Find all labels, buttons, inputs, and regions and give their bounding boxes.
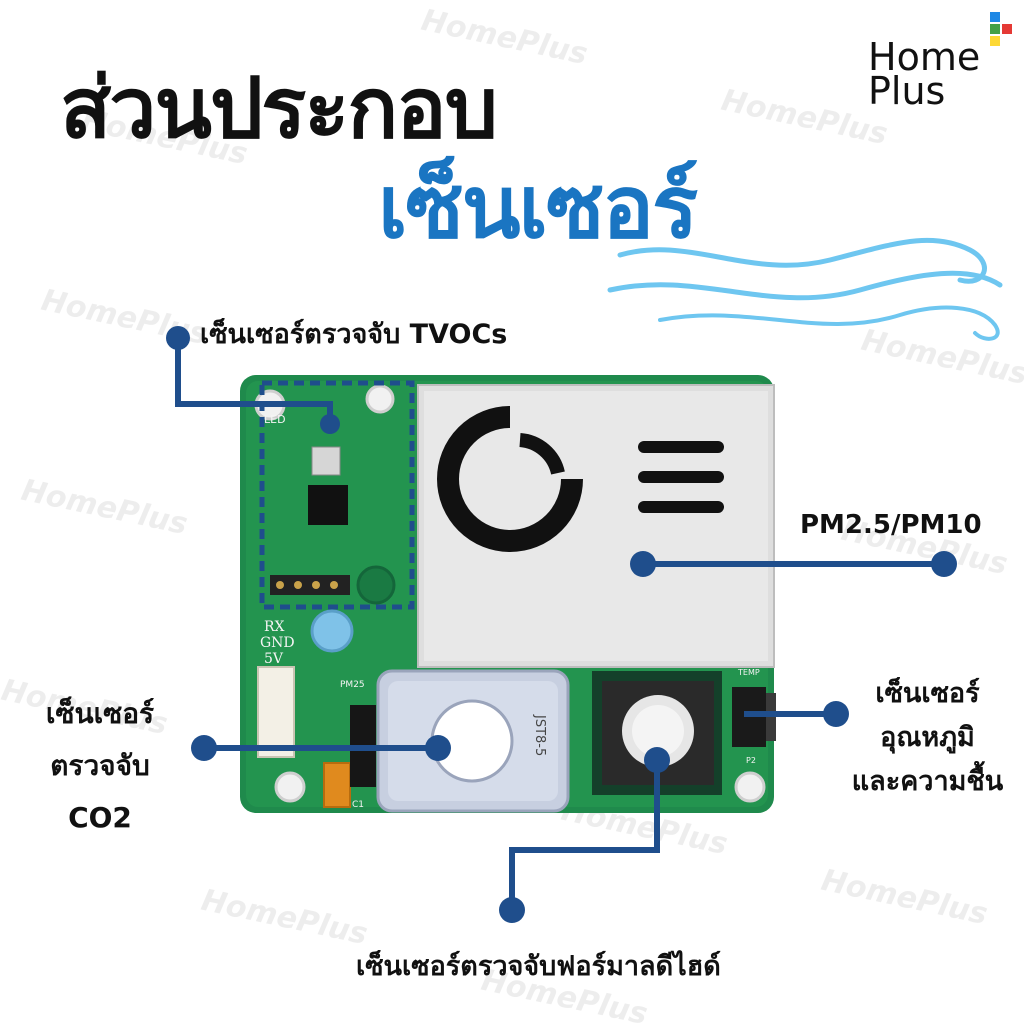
callout-dot-co2-end bbox=[425, 735, 451, 761]
label-co2-sensor: เซ็นเซอร์ ตรวจจับ CO2 bbox=[20, 688, 180, 844]
label-temp-line3: และความชื้น bbox=[851, 766, 1004, 797]
silk-temp-label: TEMP bbox=[737, 668, 760, 677]
wind-swirl-icon bbox=[607, 237, 1003, 341]
silk-led-label: LED bbox=[264, 413, 286, 426]
label-temp-humidity-sensor: เซ็นเซอร์ อุณหภูมิ และความชื้น bbox=[840, 672, 1015, 804]
label-co2-line2: ตรวจจับ bbox=[50, 749, 150, 782]
page-subtitle: เซ็นเซอร์ bbox=[378, 158, 698, 258]
callout-dot-tvoc-end bbox=[320, 414, 340, 434]
label-co2-line1: เซ็นเซอร์ bbox=[45, 697, 155, 730]
co2-module-text: JST8-5 bbox=[532, 714, 547, 756]
label-temp-line1: เซ็นเซอร์ bbox=[875, 678, 980, 709]
silk-pm25-label: PM25 bbox=[340, 680, 365, 690]
logo-text-plus: Plus bbox=[868, 69, 946, 113]
label-pm-sensor: PM2.5/PM10 bbox=[800, 510, 982, 540]
logo-square-icon bbox=[990, 36, 1000, 46]
logo-square-icon bbox=[1002, 24, 1012, 34]
logo-text-home: Home bbox=[868, 35, 981, 79]
callout-dot-formaldehyde bbox=[499, 897, 525, 923]
callout-dot-pm bbox=[630, 551, 656, 577]
callout-dot-pm-end bbox=[931, 551, 957, 577]
silk-c1-label: C1 bbox=[352, 800, 364, 810]
page-title: ส่วนประกอบ bbox=[60, 59, 498, 157]
logo-square-icon bbox=[990, 24, 1000, 34]
logo-square-icon bbox=[990, 12, 1000, 22]
label-co2-line3: CO2 bbox=[68, 801, 132, 834]
callout-dot-formaldehyde-end bbox=[644, 747, 670, 773]
callout-dot-co2 bbox=[191, 735, 217, 761]
label-formaldehyde-sensor: เซ็นเซอร์ตรวจจับฟอร์มาลดีไฮด์ bbox=[356, 951, 721, 982]
label-tvoc-sensor: เซ็นเซอร์ตรวจจับ TVOCs bbox=[200, 319, 508, 350]
brand-logo: Home Plus bbox=[868, 12, 1012, 113]
callout-dot-temp bbox=[823, 701, 849, 727]
silk-5v-label: 5V bbox=[264, 651, 284, 667]
label-temp-line2: อุณหภูมิ bbox=[880, 722, 975, 753]
silk-rx-label: RX bbox=[264, 619, 285, 635]
callout-dot-tvoc bbox=[166, 326, 190, 350]
silk-p2-label: P2 bbox=[746, 756, 756, 765]
silk-gnd-label: GND bbox=[260, 635, 295, 651]
sensor-board-image: LED RX GND 5V PM25 TEMP P2 C1 JST8-5 bbox=[240, 375, 776, 813]
